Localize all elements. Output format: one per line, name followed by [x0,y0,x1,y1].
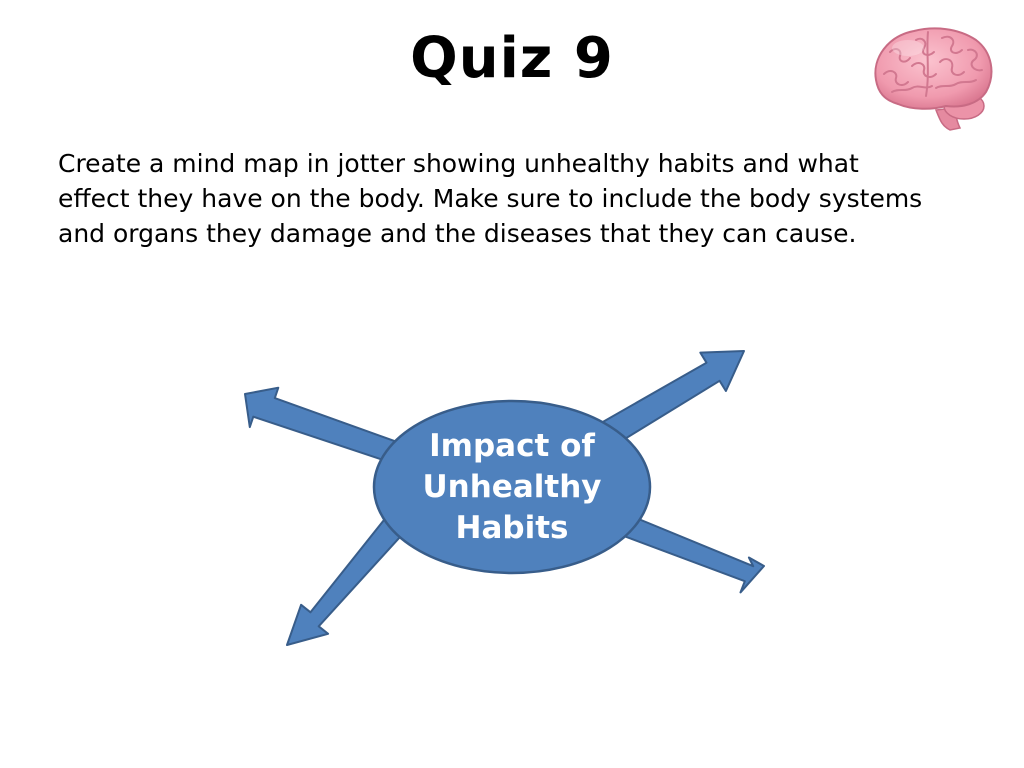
branch-arrow-lower-left [286,516,405,646]
brain-icon [874,27,993,131]
slide-title: Quiz 9 [410,26,614,91]
branch-arrow-upper-left [244,386,410,468]
center-node-label: Impact of Unhealthy Habits [422,428,602,546]
center-node [372,399,652,575]
branch-arrow-upper-right [591,350,745,451]
quiz-instructions: Create a mind map in jotter showing unhe… [58,149,923,248]
